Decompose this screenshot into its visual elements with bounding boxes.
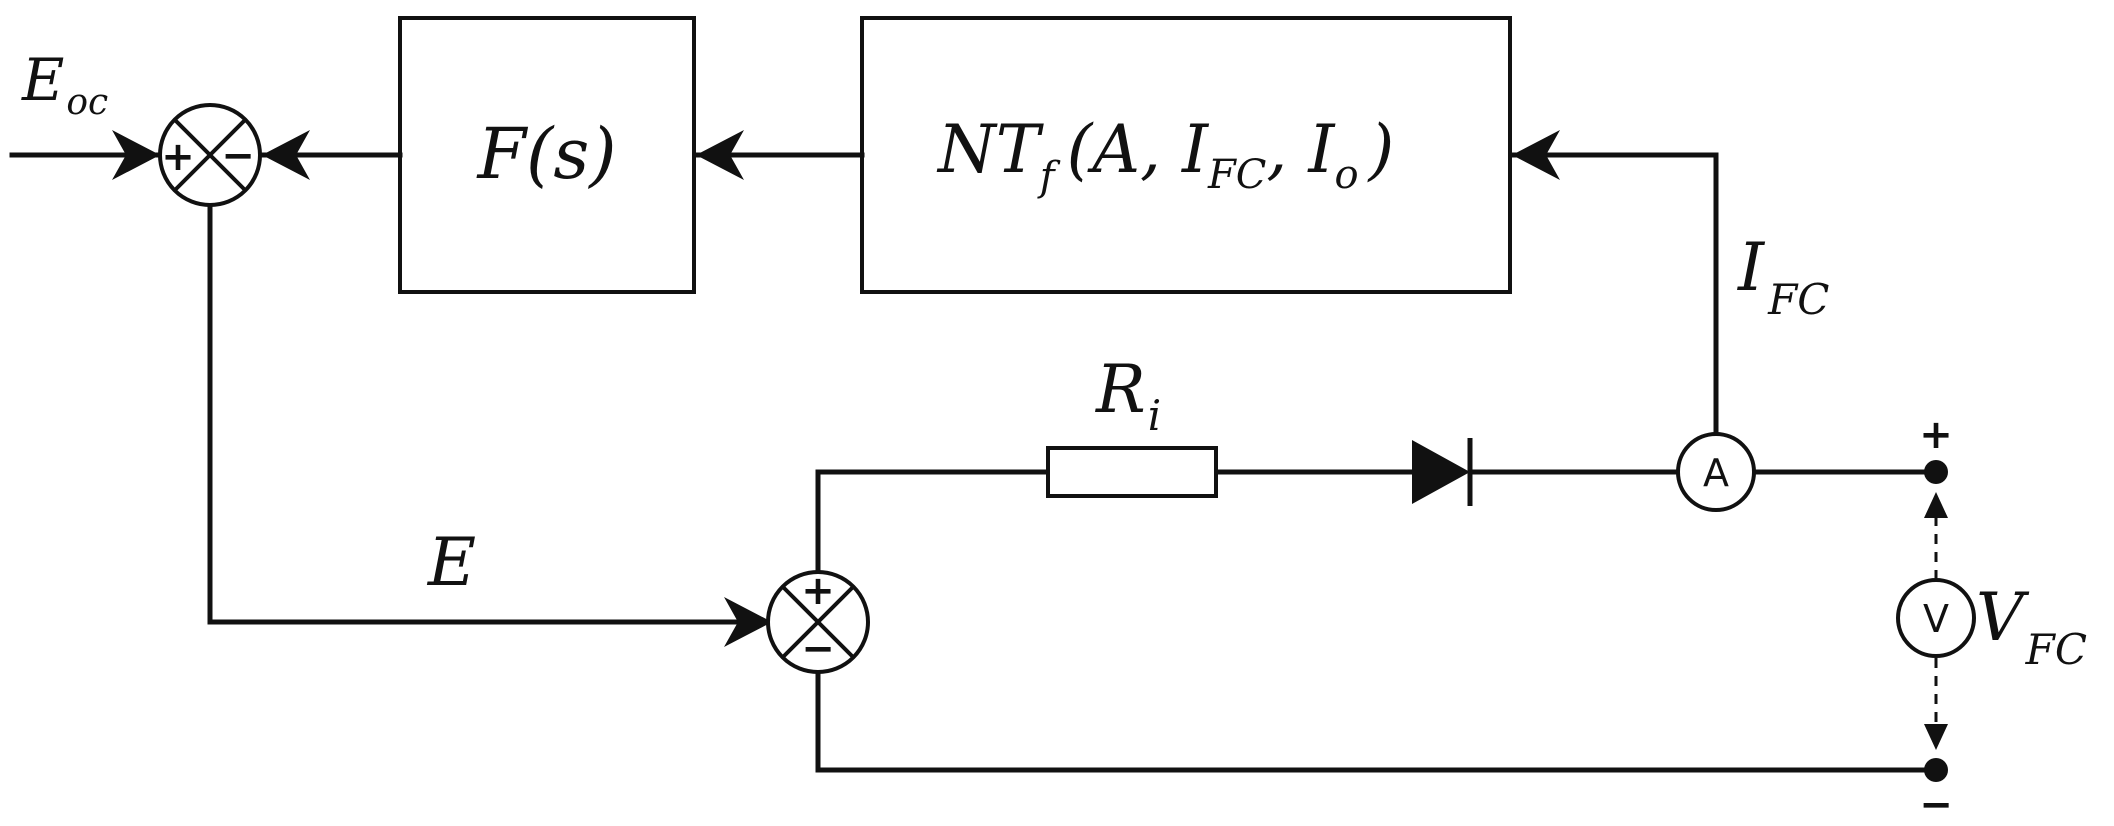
upper-circuit-wire-left xyxy=(815,469,1051,575)
eoc-label-sub: oc xyxy=(66,82,108,123)
nt-label-close: ) xyxy=(1367,111,1395,188)
arrowhead-ifc-to-nt xyxy=(1512,130,1560,180)
voltage-arrowhead-down xyxy=(1924,724,1948,750)
ifc-label-main: I xyxy=(1737,229,1766,306)
vfc-label: VFC xyxy=(1976,579,2087,674)
sum2-plus-sign: + xyxy=(801,568,835,614)
nt-label-o-sub: o xyxy=(1334,152,1358,198)
arrowhead-e-to-sum2 xyxy=(724,597,772,647)
fs-label: F(s) xyxy=(475,113,616,195)
summing-junction-1 xyxy=(158,103,262,207)
ammeter-label: A xyxy=(1703,451,1729,495)
e-signal-wire xyxy=(207,202,775,625)
terminal-minus-sign: − xyxy=(1919,782,1953,826)
nt-label-nt: NT xyxy=(936,111,1045,188)
ifc-feedback-wire xyxy=(1509,152,1719,443)
arrowhead-fs-to-sum xyxy=(262,130,310,180)
eoc-label: Eoc xyxy=(21,46,108,123)
sum1-minus-sign: − xyxy=(221,133,255,179)
eoc-label-main: E xyxy=(21,46,64,114)
nt-label-fc-sub: FC xyxy=(1207,152,1266,198)
negative-terminal xyxy=(1924,758,1948,782)
vfc-label-sub: FC xyxy=(2025,625,2087,674)
voltage-arrowhead-up xyxy=(1924,492,1948,518)
e-label: E xyxy=(427,524,476,601)
vfc-label-main: V xyxy=(1976,579,2030,656)
lower-return-wire xyxy=(815,669,1939,773)
nt-function-block xyxy=(860,16,1512,294)
ri-label-sub: i xyxy=(1148,391,1161,440)
ifc-label-sub: FC xyxy=(1767,275,1829,324)
ammeter xyxy=(1676,432,1756,512)
sum2-minus-sign: − xyxy=(801,626,835,672)
positive-terminal xyxy=(1924,460,1948,484)
sum1-plus-sign: + xyxy=(161,134,195,180)
transfer-block-fs xyxy=(398,16,696,294)
voltmeter-label: V xyxy=(1923,597,1949,641)
summing-junction-2 xyxy=(766,570,870,674)
nt-function-label: NTf(A, IFC, Io) xyxy=(936,111,1394,200)
ri-label: Ri xyxy=(1095,351,1161,440)
arrowhead-nt-to-fs xyxy=(696,130,744,180)
voltmeter xyxy=(1896,578,1976,658)
resistor-ri xyxy=(1046,446,1218,498)
ifc-label: IFC xyxy=(1737,229,1829,324)
terminal-plus-sign: + xyxy=(1919,412,1953,458)
diode-symbol xyxy=(1412,438,1473,506)
nt-label-open: (A, I xyxy=(1067,111,1210,188)
ri-label-main: R xyxy=(1095,351,1146,428)
nt-label-mid: , I xyxy=(1266,111,1336,188)
arrowhead-eoc xyxy=(112,130,160,180)
